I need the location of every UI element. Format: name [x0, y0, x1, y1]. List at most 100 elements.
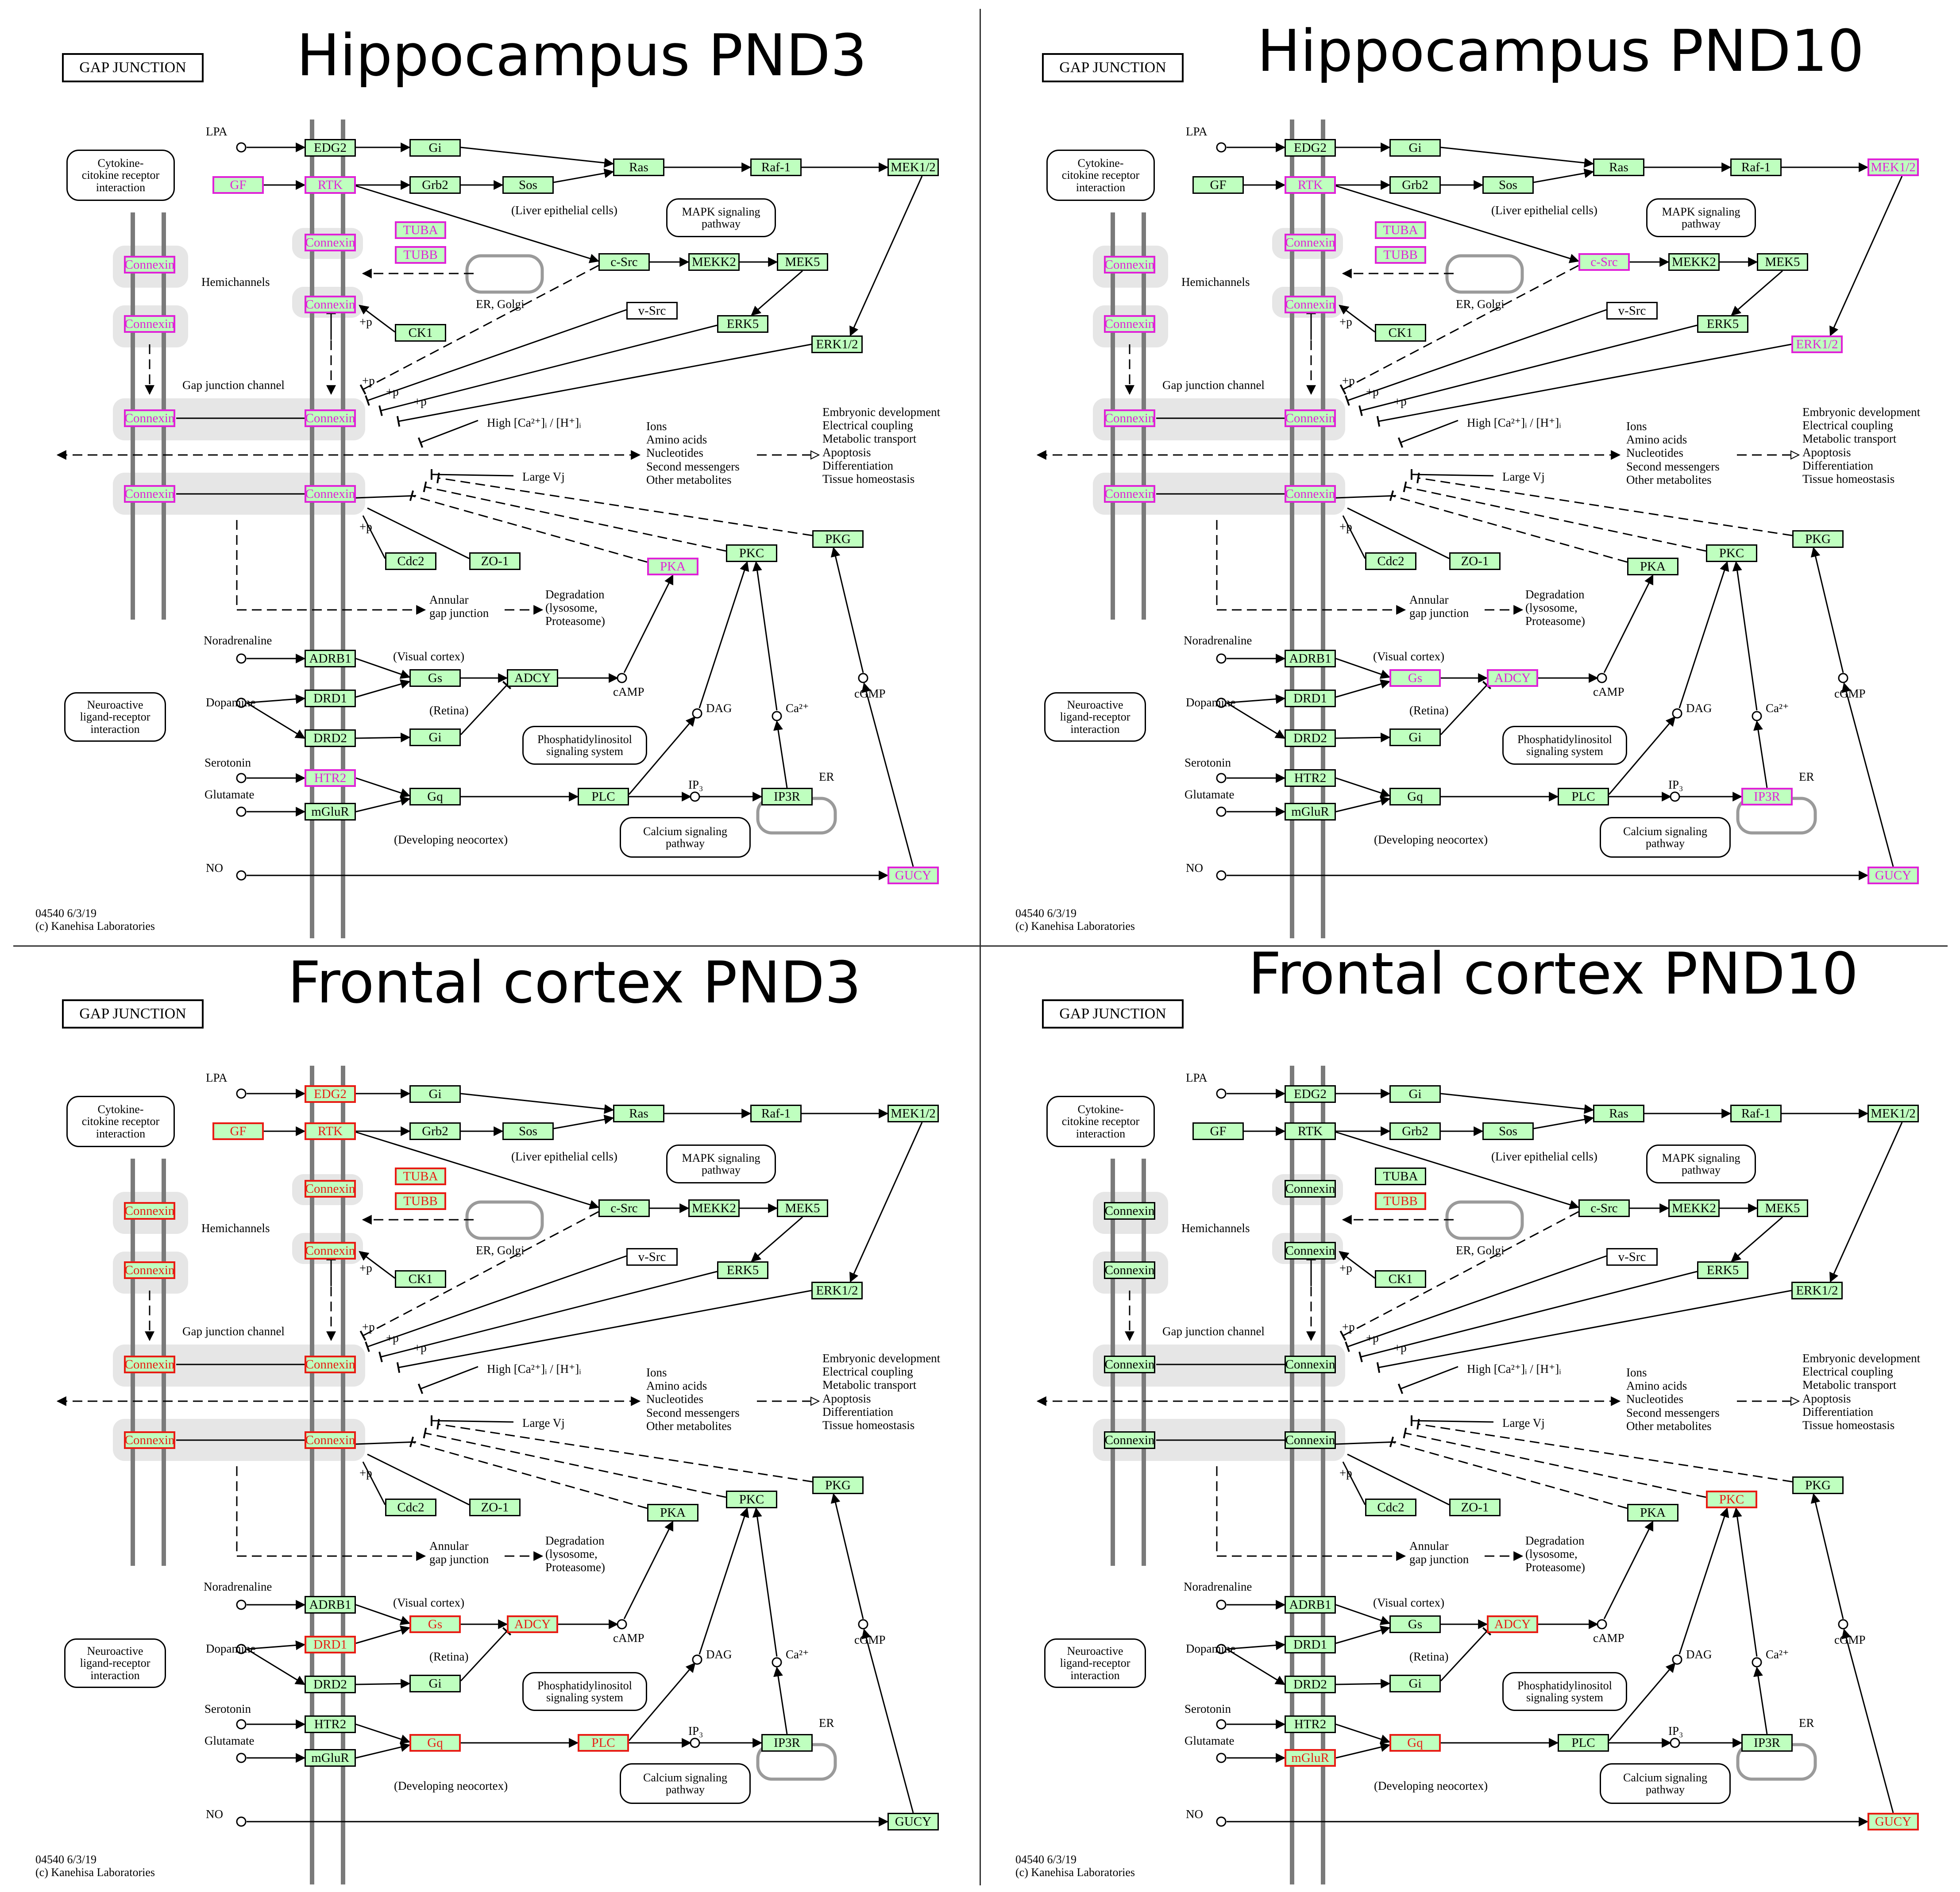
- gene-node-csrc[interactable]: c-Src: [598, 253, 650, 271]
- gene-node-connb1[interactable]: Connexin: [124, 1431, 175, 1449]
- linked-pathway-mapk[interactable]: MAPK signaling pathway: [666, 198, 776, 237]
- gene-node-pkc[interactable]: PKC: [726, 544, 777, 562]
- gene-node-zo1[interactable]: ZO-1: [469, 552, 521, 570]
- linked-pathway-calc[interactable]: Calcium signaling pathway: [620, 817, 751, 858]
- gene-node-mek12[interactable]: MEK1/2: [887, 158, 939, 176]
- gene-node-connl2[interactable]: Connexin: [124, 1261, 175, 1279]
- linked-pathway-calc[interactable]: Calcium signaling pathway: [1600, 1763, 1731, 1804]
- gene-node-ck1[interactable]: CK1: [395, 324, 446, 342]
- gene-node-pkg[interactable]: PKG: [1792, 530, 1844, 548]
- gene-node-gs[interactable]: Gs: [1389, 1615, 1441, 1633]
- gene-node-drd1[interactable]: DRD1: [305, 1636, 356, 1653]
- gene-node-mek12[interactable]: MEK1/2: [1867, 158, 1919, 176]
- gene-node-mek5[interactable]: MEK5: [1757, 1199, 1808, 1217]
- gene-node-erk12[interactable]: ERK1/2: [1791, 1282, 1843, 1299]
- gene-node-gs[interactable]: Gs: [409, 1615, 461, 1633]
- gene-node-erk12[interactable]: ERK1/2: [1791, 335, 1843, 353]
- gene-node-pkg[interactable]: PKG: [812, 530, 864, 548]
- gene-node-htr2[interactable]: HTR2: [305, 1715, 356, 1733]
- gene-node-conna2[interactable]: Connexin: [1285, 409, 1336, 427]
- gene-node-gq[interactable]: Gq: [409, 788, 461, 805]
- gene-node-conna2[interactable]: Connexin: [305, 1356, 356, 1373]
- linked-pathway-pi[interactable]: Phosphatidylinositol signaling system: [522, 1672, 647, 1711]
- gene-node-plc[interactable]: PLC: [1558, 788, 1609, 805]
- gene-node-gq[interactable]: Gq: [1389, 1734, 1441, 1752]
- gene-node-raf1[interactable]: Raf-1: [1730, 158, 1782, 176]
- gene-node-tuba[interactable]: TUBA: [1375, 221, 1426, 239]
- gene-node-ras[interactable]: Ras: [1593, 158, 1644, 176]
- gene-node-gf[interactable]: GF: [212, 176, 264, 194]
- gene-node-connb1[interactable]: Connexin: [124, 485, 175, 503]
- pathway-map-label[interactable]: GAP JUNCTION: [1042, 53, 1184, 82]
- linked-pathway-neuro[interactable]: Neuroactive ligand-receptor interaction: [64, 692, 166, 742]
- gene-node-mek5[interactable]: MEK5: [777, 1199, 828, 1217]
- gene-node-tubb[interactable]: TUBB: [395, 246, 446, 264]
- gene-node-cdc2[interactable]: Cdc2: [385, 552, 436, 570]
- gene-node-htr2[interactable]: HTR2: [305, 769, 356, 787]
- gene-node-gi1[interactable]: Gi: [1389, 139, 1441, 157]
- gene-node-gucy[interactable]: GUCY: [1867, 1813, 1919, 1830]
- gene-node-connt[interactable]: Connexin: [1285, 1180, 1336, 1198]
- gene-node-ras[interactable]: Ras: [1593, 1105, 1644, 1122]
- gene-node-conna2[interactable]: Connexin: [1285, 1356, 1336, 1373]
- gene-node-drd2[interactable]: DRD2: [305, 1676, 356, 1693]
- gene-node-gs[interactable]: Gs: [409, 669, 461, 687]
- gene-node-adrb1[interactable]: ADRB1: [1285, 650, 1336, 667]
- gene-node-raf1[interactable]: Raf-1: [1730, 1105, 1782, 1122]
- gene-node-tuba[interactable]: TUBA: [1375, 1168, 1426, 1185]
- gene-node-gi2[interactable]: Gi: [409, 728, 461, 746]
- pathway-map-label[interactable]: GAP JUNCTION: [1042, 999, 1184, 1029]
- gene-node-connt[interactable]: Connexin: [305, 234, 356, 251]
- gene-node-gi1[interactable]: Gi: [409, 139, 461, 157]
- gene-node-plc[interactable]: PLC: [578, 1734, 629, 1752]
- gene-node-grb2[interactable]: Grb2: [409, 1122, 461, 1140]
- gene-node-mekk2[interactable]: MEKK2: [688, 1199, 740, 1217]
- gene-node-pkc[interactable]: PKC: [1706, 1491, 1757, 1508]
- gene-node-conna2[interactable]: Connexin: [305, 409, 356, 427]
- gene-node-gf[interactable]: GF: [212, 1122, 264, 1140]
- gene-node-tubb[interactable]: TUBB: [395, 1192, 446, 1210]
- gene-node-connm[interactable]: Connexin: [1285, 1242, 1336, 1260]
- gene-node-edg2[interactable]: EDG2: [305, 1085, 356, 1103]
- gene-node-mglur[interactable]: mGluR: [305, 1749, 356, 1767]
- gene-node-conna1[interactable]: Connexin: [124, 409, 175, 427]
- gene-node-pkg[interactable]: PKG: [1792, 1476, 1844, 1494]
- gene-node-adrb1[interactable]: ADRB1: [305, 650, 356, 667]
- gene-node-connb2[interactable]: Connexin: [305, 485, 356, 503]
- linked-pathway-neuro[interactable]: Neuroactive ligand-receptor interaction: [1044, 692, 1146, 742]
- gene-node-gq[interactable]: Gq: [1389, 788, 1441, 805]
- gene-node-edg2[interactable]: EDG2: [1285, 1085, 1336, 1103]
- gene-node-adcy[interactable]: ADCY: [1487, 1615, 1538, 1633]
- gene-node-mekk2[interactable]: MEKK2: [1668, 253, 1720, 271]
- gene-node-ck1[interactable]: CK1: [395, 1270, 446, 1288]
- gene-node-ck1[interactable]: CK1: [1375, 1270, 1426, 1288]
- gene-node-conna1[interactable]: Connexin: [1104, 1356, 1155, 1373]
- gene-node-mek5[interactable]: MEK5: [777, 253, 828, 271]
- gene-node-htr2[interactable]: HTR2: [1285, 1715, 1336, 1733]
- gene-node-tuba[interactable]: TUBA: [395, 1168, 446, 1185]
- linked-pathway-mapk[interactable]: MAPK signaling pathway: [666, 1144, 776, 1183]
- gene-node-sos[interactable]: Sos: [1482, 176, 1534, 194]
- gene-node-rtk[interactable]: RTK: [305, 1122, 356, 1140]
- gene-node-connl2[interactable]: Connexin: [1104, 1261, 1155, 1279]
- gene-node-edg2[interactable]: EDG2: [1285, 139, 1336, 157]
- gene-node-pkg[interactable]: PKG: [812, 1476, 864, 1494]
- gene-node-drd2[interactable]: DRD2: [1285, 729, 1336, 747]
- gene-node-htr2[interactable]: HTR2: [1285, 769, 1336, 787]
- linked-pathway-cyto[interactable]: Cytokine- citokine receptor interaction: [66, 150, 175, 201]
- gene-node-connl1[interactable]: Connexin: [124, 1202, 175, 1220]
- gene-node-sos[interactable]: Sos: [1482, 1122, 1534, 1140]
- gene-node-mekk2[interactable]: MEKK2: [1668, 1199, 1720, 1217]
- gene-node-gi2[interactable]: Gi: [1389, 728, 1441, 746]
- gene-node-erk5[interactable]: ERK5: [1697, 1261, 1748, 1279]
- gene-node-rtk[interactable]: RTK: [1285, 1122, 1336, 1140]
- gene-node-gs[interactable]: Gs: [1389, 669, 1441, 687]
- gene-node-mek12[interactable]: MEK1/2: [887, 1105, 939, 1122]
- linked-pathway-neuro[interactable]: Neuroactive ligand-receptor interaction: [64, 1638, 166, 1688]
- gene-node-drd1[interactable]: DRD1: [1285, 690, 1336, 707]
- gene-node-mek12[interactable]: MEK1/2: [1867, 1105, 1919, 1122]
- gene-node-ras[interactable]: Ras: [613, 158, 664, 176]
- gene-node-sos[interactable]: Sos: [502, 176, 554, 194]
- gene-node-tuba[interactable]: TUBA: [395, 221, 446, 239]
- gene-node-drd1[interactable]: DRD1: [305, 690, 356, 707]
